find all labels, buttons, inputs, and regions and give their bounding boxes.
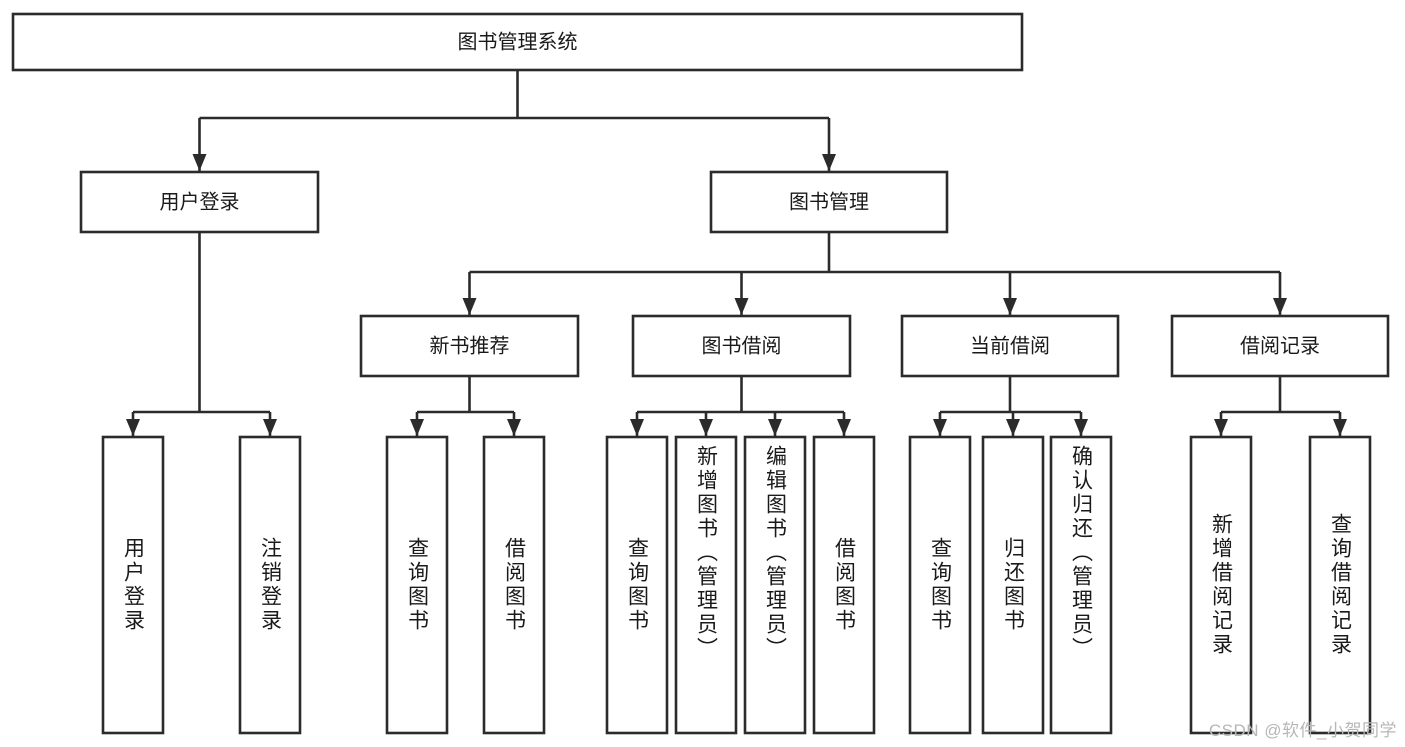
node-box-leaf-add-book[interactable] xyxy=(674,435,738,735)
arrow-head-new-book-recommend xyxy=(462,298,477,315)
node-label-book-borrow: 图书借阅 xyxy=(702,334,782,357)
arrow-head-book-management xyxy=(822,154,836,171)
node-box-leaf-logout[interactable] xyxy=(238,435,302,735)
node-label-borrow-record: 借阅记录 xyxy=(1240,334,1320,357)
node-box-book-borrow[interactable] xyxy=(631,314,852,378)
arrow-head-leaf-user-login xyxy=(126,419,140,436)
node-box-leaf-query-book-1[interactable] xyxy=(385,435,449,735)
arrow-head-leaf-logout xyxy=(263,419,277,436)
node-box-leaf-add-record[interactable] xyxy=(1189,435,1253,735)
node-box-book-management[interactable] xyxy=(709,170,949,234)
arrow-head-leaf-query-book-2 xyxy=(630,419,644,436)
arrow-head-leaf-borrow-book-1 xyxy=(507,419,521,436)
node-label-current-borrow: 当前借阅 xyxy=(970,334,1050,357)
arrow-head-leaf-borrow-book-2 xyxy=(837,419,851,436)
node-box-leaf-confirm-return[interactable] xyxy=(1049,435,1113,735)
arrow-head-leaf-add-book xyxy=(699,419,713,436)
node-box-borrow-record[interactable] xyxy=(1170,314,1390,378)
node-box-current-borrow[interactable] xyxy=(900,314,1120,378)
node-box-leaf-borrow-book-1[interactable] xyxy=(482,435,546,735)
node-box-leaf-return-book[interactable] xyxy=(981,435,1045,735)
arrow-head-leaf-add-record xyxy=(1214,419,1228,436)
node-box-leaf-user-login[interactable] xyxy=(101,435,165,735)
node-label-user-login: 用户登录 xyxy=(160,190,240,213)
node-box-leaf-borrow-book-2[interactable] xyxy=(812,435,876,735)
arrow-head-leaf-query-book-3 xyxy=(933,419,947,436)
arrow-head-leaf-query-record xyxy=(1333,419,1347,436)
node-label-book-management: 图书管理 xyxy=(789,190,869,213)
arrow-head-current-borrow xyxy=(1003,298,1017,315)
boxes-layer xyxy=(11,12,1390,735)
node-box-leaf-query-record[interactable] xyxy=(1308,435,1372,735)
node-box-root[interactable] xyxy=(11,12,1024,72)
arrow-head-leaf-edit-book xyxy=(768,419,782,436)
arrow-head-user-login xyxy=(192,154,207,171)
arrow-head-book-borrow xyxy=(734,298,749,315)
watermark-credit: CSDN @软件_小贺同学 xyxy=(1208,721,1397,740)
arrow-head-leaf-confirm-return xyxy=(1074,419,1088,436)
node-label-new-book-recommend: 新书推荐 xyxy=(430,334,510,357)
arrow-head-borrow-record xyxy=(1273,298,1287,315)
node-box-leaf-query-book-3[interactable] xyxy=(908,435,972,735)
arrow-head-leaf-return-book xyxy=(1006,419,1020,436)
node-box-user-login[interactable] xyxy=(79,170,320,234)
arrow-head-leaf-query-book-1 xyxy=(410,419,424,436)
node-label-root: 图书管理系统 xyxy=(458,30,578,53)
node-box-leaf-edit-book[interactable] xyxy=(743,435,807,735)
connectors-layer xyxy=(126,70,1347,436)
node-box-leaf-query-book-2[interactable] xyxy=(605,435,669,735)
node-box-new-book-recommend[interactable] xyxy=(359,314,580,378)
